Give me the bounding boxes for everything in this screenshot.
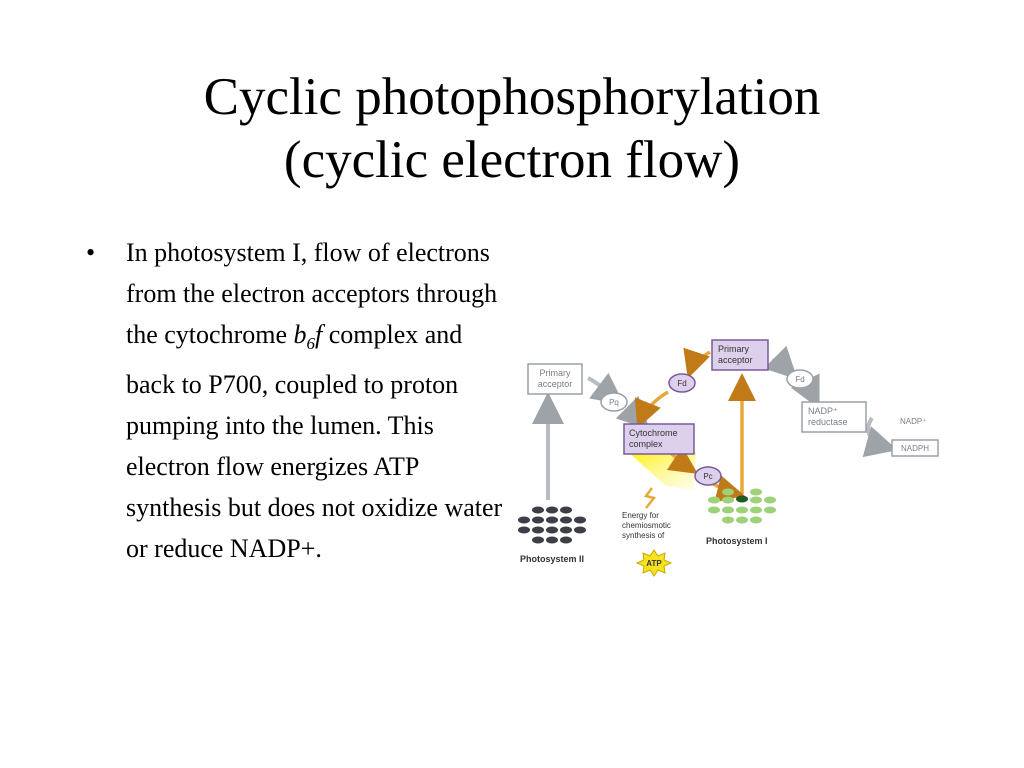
photosystem1-pigments <box>708 488 776 524</box>
bullet-text-part2: complex and back to P700, coupled to pro… <box>126 320 503 564</box>
energy-note-line1: Energy for <box>622 511 659 520</box>
cyclic-electron-flow-diagram: Primary acceptor Pq Cytochrome complex P… <box>516 320 948 582</box>
photosystem2-label: Photosystem II <box>520 554 584 564</box>
cytochrome-line1: Cytochrome <box>629 428 678 438</box>
reductase-line1: NADP⁺ <box>808 406 838 416</box>
arrow-nadp-to-nadph <box>862 416 898 458</box>
p700-reaction-center <box>736 495 748 503</box>
bullet-italic-f: f <box>315 320 323 349</box>
ps2-acceptor-line2: acceptor <box>538 379 573 389</box>
pq-node: Pq <box>600 392 628 412</box>
ps1-acceptor-line1: Primary <box>718 344 749 354</box>
nadph-label: NADPH <box>901 444 929 453</box>
nadp-plus-label: NADP⁺ <box>900 417 926 426</box>
fd-noncyclic-node: Fd <box>786 369 814 389</box>
pc-node: Pc <box>694 466 722 486</box>
bullet-text-part1: In photosystem I, flow of electrons from… <box>126 238 498 349</box>
bullet-symbol: • <box>86 238 96 267</box>
arrow-acceptor-to-fd-cyclic <box>683 347 711 379</box>
photosystem1-label: Photosystem I <box>706 536 768 546</box>
title-line-2: (cyclic electron flow) <box>283 131 741 189</box>
ps2-acceptor-line1: Primary <box>540 368 571 378</box>
atp-label: ATP <box>646 559 662 568</box>
arrow-fd-to-reductase <box>790 373 820 410</box>
pc-label: Pc <box>703 472 712 481</box>
cytochrome-line2: complex <box>629 439 663 449</box>
bullet-italic-b: b <box>293 320 307 349</box>
nadph-box: NADPH <box>891 439 939 457</box>
energy-bolt-icon <box>643 487 657 509</box>
title-line-1: Cyclic photophosphorylation <box>203 68 821 126</box>
pq-label: Pq <box>609 398 619 407</box>
ps1-acceptor-line2: acceptor <box>718 355 753 365</box>
fd-cyclic-label: Fd <box>677 379 686 388</box>
energy-note-line3: synthesis of <box>622 531 665 540</box>
reductase-line2: reductase <box>808 417 848 427</box>
photosystem2-pigments <box>518 506 586 544</box>
fd-cyclic-node: Fd <box>668 373 696 393</box>
ps2-primary-acceptor-box: Primary acceptor <box>527 363 583 395</box>
nadp-reductase-box: NADP⁺ reductase <box>801 401 867 433</box>
fd-noncyclic-label: Fd <box>795 375 804 384</box>
arrow-fd-to-cytochrome <box>634 390 669 429</box>
atp-star-icon: ATP <box>635 549 673 577</box>
cytochrome-complex-box: Cytochrome complex <box>623 423 695 455</box>
bullet-text: In photosystem I, flow of electrons from… <box>126 232 506 569</box>
ps1-primary-acceptor-box: Primary acceptor <box>711 339 769 371</box>
energy-note-line2: chemiosmotic <box>622 521 671 530</box>
slide-title: Cyclic photophosphorylation (cyclic elec… <box>0 66 1024 192</box>
bullet-subscript-6: 6 <box>306 334 316 354</box>
